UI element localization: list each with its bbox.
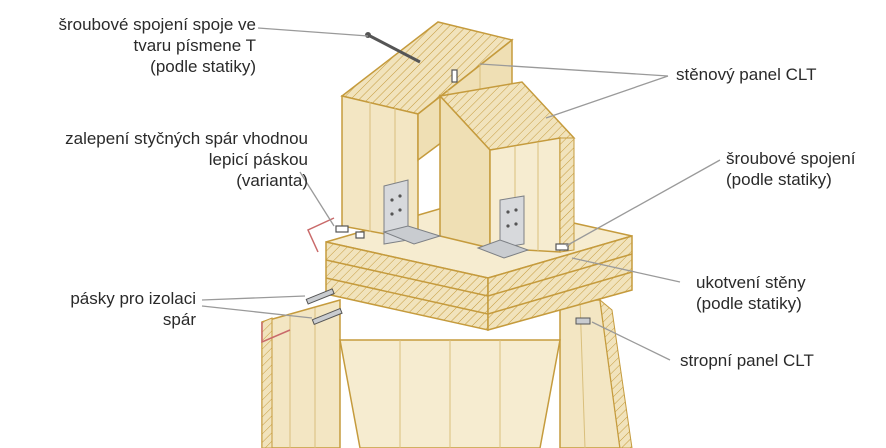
lower-wall-center — [339, 339, 561, 448]
angle-bracket-left — [382, 179, 442, 245]
lower-wall-left — [261, 299, 341, 448]
label-floor-panel: stropní panel CLT — [680, 351, 814, 370]
tape-variant-marker-2 — [261, 322, 291, 344]
screw-mark-right — [555, 243, 569, 251]
screw-mark-top — [451, 69, 458, 83]
leader-lines — [201, 27, 721, 361]
label-insulation: pásky pro izolaci spár — [70, 289, 196, 329]
label-wall-panel: stěnový panel CLT — [676, 65, 817, 84]
screw-mark-left2 — [355, 231, 365, 239]
label-t-joint: šroubové spojení spoje ve tvaru písmene … — [58, 15, 256, 76]
anchor-mark-bottom — [575, 317, 591, 325]
tape-variant-marker-1 — [307, 217, 335, 253]
screw-mark-left — [335, 225, 349, 233]
insulation-strip-2 — [311, 307, 343, 326]
label-tape-glue: zalepení styčných spár vhodnou lepicí pá… — [65, 129, 308, 190]
label-anchor: ukotvení stěny (podle statiky) — [696, 273, 806, 313]
lower-wall-right — [559, 298, 633, 448]
label-screw-joint: šroubové spojení (podle statiky) — [726, 149, 856, 189]
angle-bracket-right — [476, 195, 530, 259]
insulation-strip-1 — [305, 288, 335, 305]
